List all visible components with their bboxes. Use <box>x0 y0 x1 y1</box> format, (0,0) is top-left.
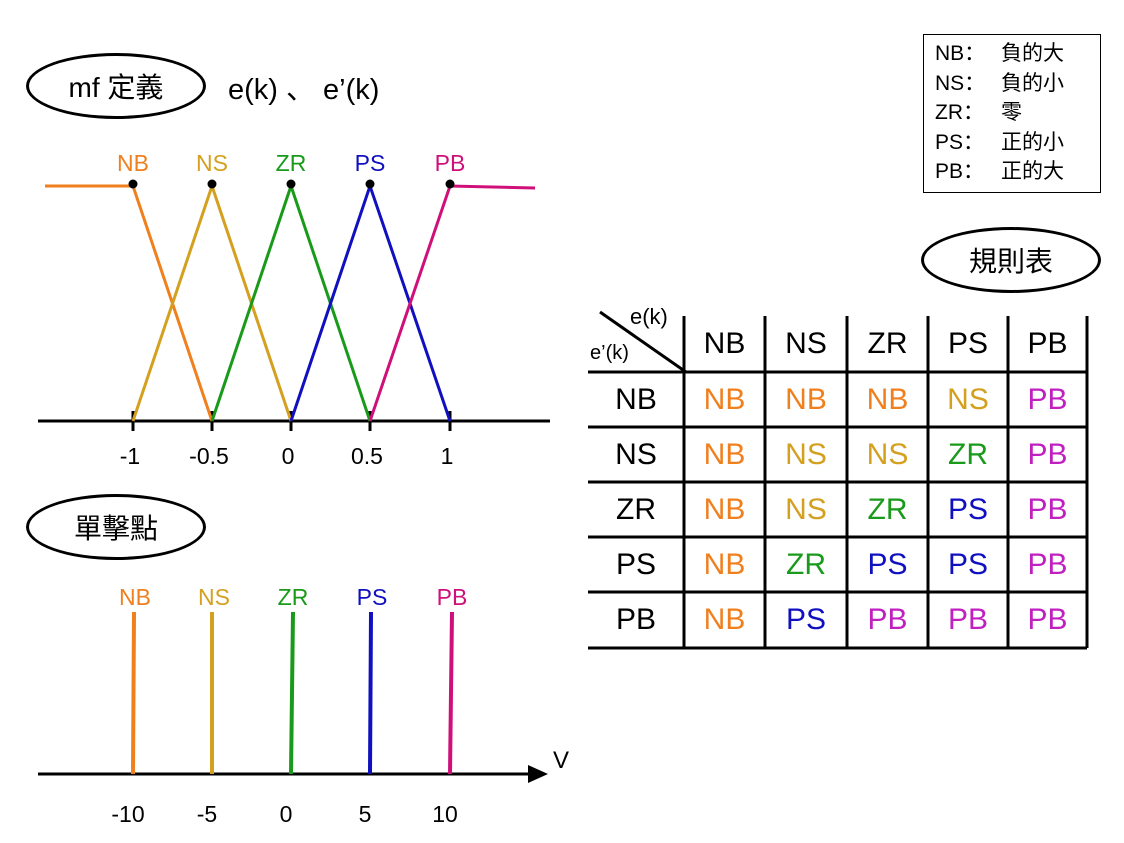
singleton-tick-label: -5 <box>196 801 218 827</box>
mf-title: mf 定義 <box>68 72 164 103</box>
singleton-bar-PS <box>368 611 373 775</box>
table-cell: NS <box>785 437 827 471</box>
singleton-title: 單擊點 <box>73 513 158 544</box>
singleton-tick-label: 10 <box>432 801 458 827</box>
mf-label-NB: NB <box>117 150 149 176</box>
mf-title-ellipse: mf 定義 <box>26 53 206 119</box>
mf-curve-NS <box>131 181 293 422</box>
table-col-header: NS <box>785 327 827 360</box>
singleton-tick-label: -10 <box>111 801 145 827</box>
table-cell: ZR <box>948 437 988 471</box>
table-col-header: PS <box>947 327 989 360</box>
mf-tick-label: -0.5 <box>189 443 229 469</box>
mf-subtitle: e(k) 、 e’(k) <box>228 74 380 106</box>
table-row-header: NS <box>615 437 657 471</box>
table-cell: NB <box>866 382 909 416</box>
table-col-header: ZR <box>867 327 908 360</box>
table-row-header: PS <box>615 547 657 581</box>
table-cell: NB <box>785 382 827 416</box>
table-row-header: PB <box>615 603 657 636</box>
singleton-label-ZR: ZR <box>277 584 309 610</box>
singleton-label-PB: PB <box>436 584 468 610</box>
mf-label-ZR: ZR <box>275 150 307 176</box>
table-cell: NB <box>703 382 746 416</box>
table-corner-top: e(k) <box>630 304 668 329</box>
singleton-title-ellipse: 單擊點 <box>26 494 206 560</box>
table-cell: PB <box>947 603 989 636</box>
legend-row: PS：正的小 <box>935 130 1064 154</box>
mf-tick-label: -1 <box>119 443 141 469</box>
mf-curve-ZR <box>210 181 372 422</box>
table-cell: PS <box>785 603 827 636</box>
singleton-label-PS: PS <box>356 584 388 610</box>
mf-label-PS: PS <box>354 150 386 176</box>
singleton-bar-PB <box>448 611 454 775</box>
table-cell: NB <box>703 547 746 581</box>
legend-box: NB：負的大 NS：負的小 ZR：零 PS：正的小 PB：正的大 <box>923 34 1101 193</box>
table-row-header: ZR <box>616 492 656 526</box>
table-cell: NB <box>703 603 746 636</box>
singleton-axis-arrow <box>528 765 548 783</box>
mf-peak-dot <box>445 179 455 189</box>
mf-curve-PB <box>368 184 536 422</box>
table-cell: NS <box>785 492 827 526</box>
singleton-bar-ZR <box>289 611 295 775</box>
mf-peak-dot <box>365 179 375 189</box>
mf-peak-dot <box>286 179 296 189</box>
table-cell: PB <box>1027 603 1068 636</box>
table-cell: PB <box>1027 547 1068 581</box>
table-cell: PB <box>1027 382 1068 416</box>
rule-table-title-ellipse: 規則表 <box>921 227 1101 293</box>
legend-row: PB：正的大 <box>935 160 1064 183</box>
mf-curve-NB <box>45 184 214 422</box>
table-cell: ZR <box>867 492 908 526</box>
table-cell: PB <box>867 603 908 636</box>
singleton-axis-label: V <box>553 747 570 774</box>
table-cell: NB <box>703 492 746 526</box>
table-row-header: NB <box>615 382 657 416</box>
table-cell: NB <box>703 437 746 471</box>
table-cell: NS <box>866 437 909 471</box>
mf-label-NS: NS <box>196 150 228 176</box>
table-cell: NS <box>947 382 989 416</box>
table-corner-diagonal <box>599 310 687 374</box>
table-col-header: NB <box>703 327 746 360</box>
table-col-header: PB <box>1027 327 1068 360</box>
singleton-label-NS: NS <box>198 584 230 610</box>
table-cell: PS <box>867 547 908 581</box>
singleton-tick-label: 5 <box>358 801 372 827</box>
legend-row: NS：負的小 <box>935 71 1064 95</box>
table-cell: PB <box>1027 437 1068 471</box>
table-corner-bottom: e’(k) <box>590 342 629 364</box>
legend-row: ZR：零 <box>935 101 1022 124</box>
table-cell: PS <box>947 547 989 581</box>
table-cell: PS <box>947 492 989 526</box>
mf-label-PB: PB <box>434 150 466 176</box>
mf-tick-label: 0 <box>281 443 295 469</box>
rule-table-title: 規則表 <box>968 246 1053 277</box>
mf-curve-PS <box>289 181 452 422</box>
mf-peak-dot <box>207 179 217 189</box>
legend-row: NB：負的大 <box>935 42 1064 65</box>
singleton-tick-label: 0 <box>279 801 293 827</box>
mf-tick-label: 0.5 <box>351 443 383 469</box>
table-cell: ZR <box>786 547 826 581</box>
singleton-bar-NB <box>131 611 136 775</box>
mf-peak-dot <box>128 179 138 189</box>
mf-tick-label: 1 <box>440 443 454 469</box>
table-cell: PB <box>1027 492 1068 526</box>
singleton-label-NB: NB <box>119 584 151 610</box>
